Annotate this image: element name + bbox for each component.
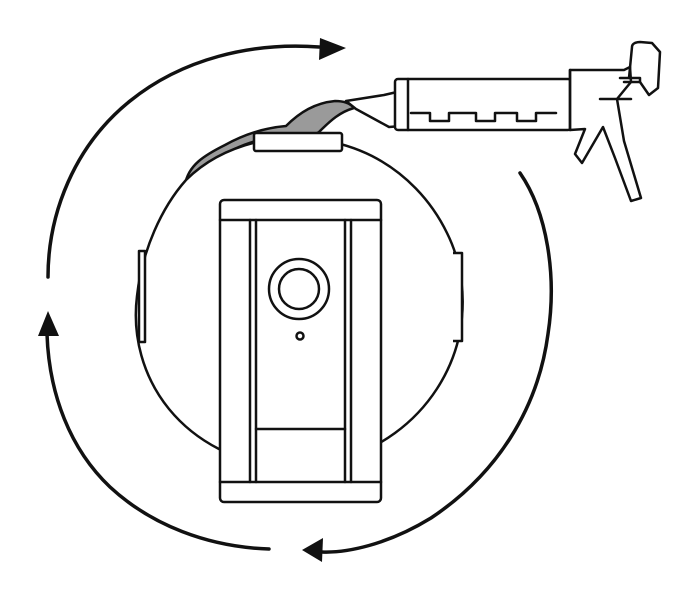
rotation-arrowhead-bottom-icon xyxy=(38,311,59,336)
mount-left-tab xyxy=(137,249,147,344)
caulk-gun-icon xyxy=(344,40,662,203)
rotation-arrowhead-right-icon xyxy=(302,538,323,562)
camera-lens-inner-icon xyxy=(277,267,321,311)
rotation-arrow-right-icon xyxy=(320,171,553,554)
camera-lens-outer-icon xyxy=(267,257,331,321)
mount-right-tab xyxy=(453,251,464,343)
rotation-arrowhead-top-icon xyxy=(319,38,346,60)
camera-body xyxy=(218,198,383,504)
camera-sensor-dot-icon xyxy=(295,331,305,341)
rotation-arrow-bottom-icon xyxy=(45,332,271,551)
rotation-arrow-top-icon xyxy=(46,44,321,279)
mount-top-tab xyxy=(252,131,344,153)
